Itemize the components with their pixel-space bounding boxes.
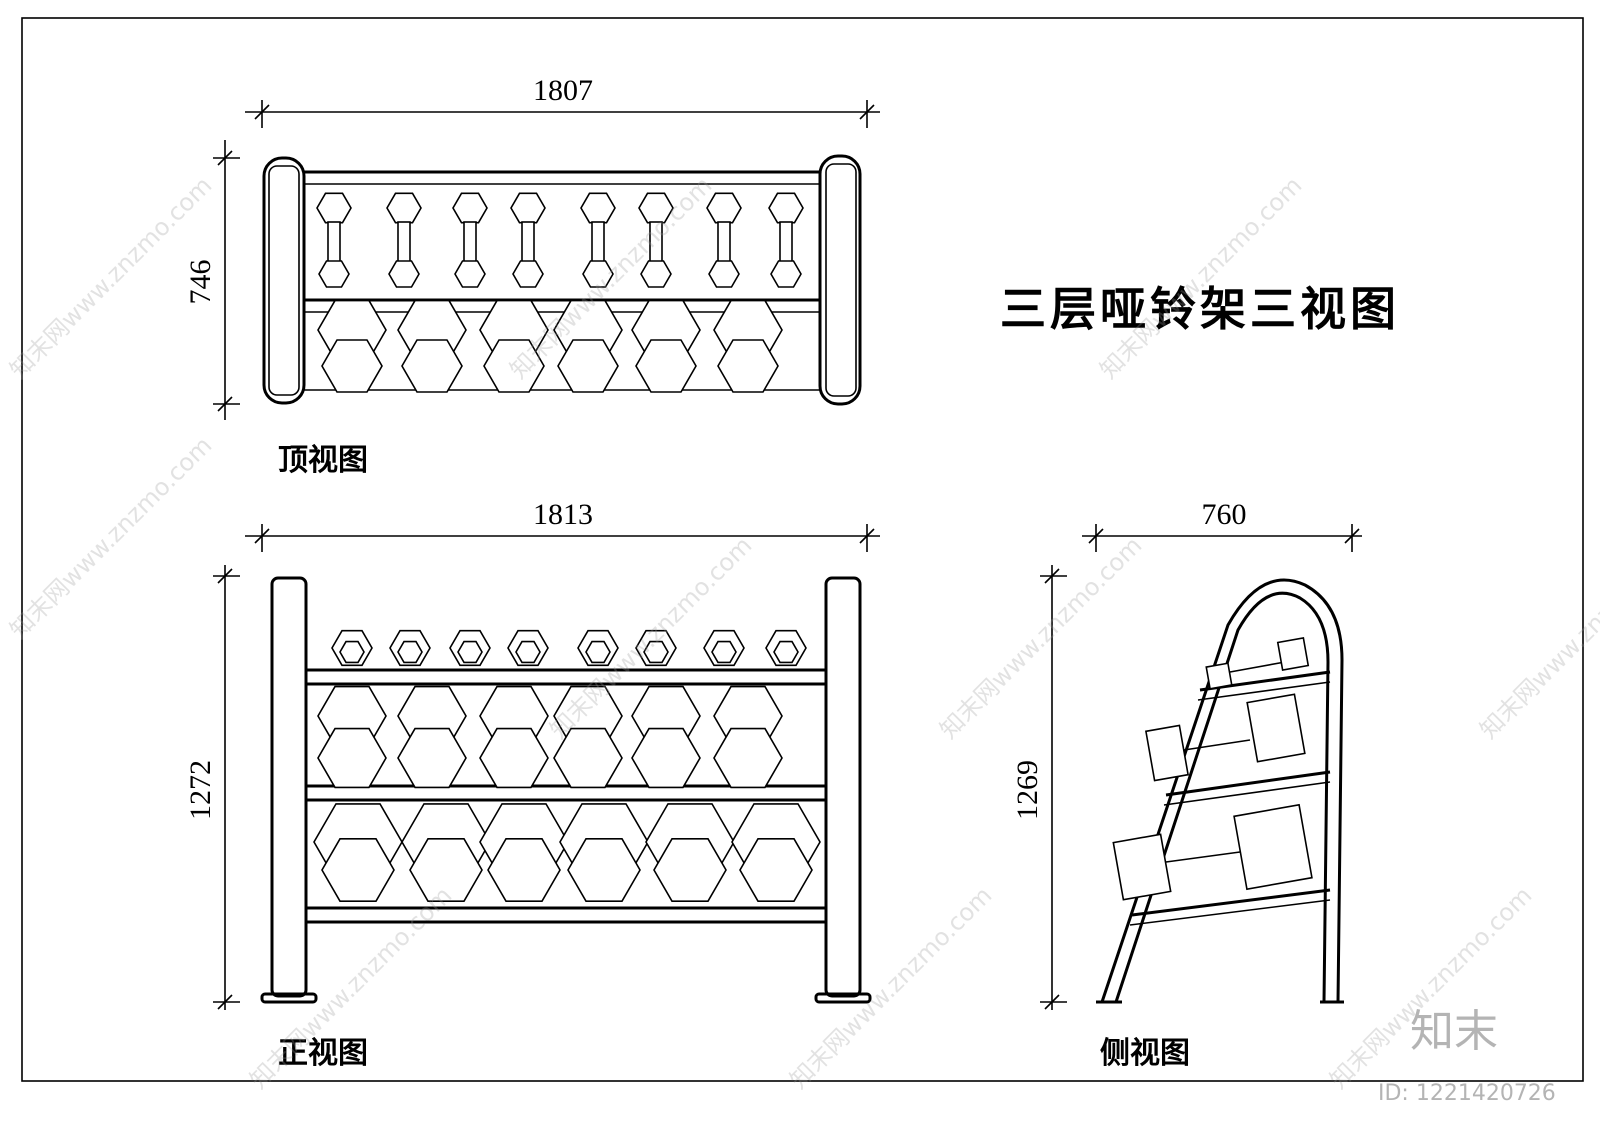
dumbbell-large <box>397 299 467 393</box>
watermark-text: 知末网www.znzmo.com <box>934 531 1147 744</box>
dumbbell-medium <box>397 685 467 789</box>
dumbbell-small <box>316 192 352 288</box>
front-view: 1813 1272 <box>184 498 880 1010</box>
drawing-title: 三层哑铃架三视图 <box>1000 282 1400 336</box>
side-depth-label: 760 <box>1202 498 1247 531</box>
dumbbell-medium <box>631 685 701 789</box>
side-depth-dimension: 760 <box>1082 498 1362 552</box>
top-view-label: 顶视图 <box>278 443 368 478</box>
dumbbell-large <box>553 299 623 393</box>
top-view: 1807 746 <box>184 74 880 420</box>
side-height-label: 1269 <box>1011 760 1044 820</box>
dumbbell-medium <box>479 685 549 789</box>
dumbbell-heavy <box>731 803 821 903</box>
dumbbell-small <box>452 192 488 288</box>
top-width-dimension: 1807 <box>245 74 880 128</box>
front-view-label: 正视图 <box>278 1036 368 1071</box>
dumbbell-small <box>507 629 549 667</box>
watermark-text: 知末网www.znzmo.com <box>1324 881 1537 1094</box>
front-height-label: 1272 <box>184 760 217 820</box>
front-width-dimension: 1813 <box>245 498 880 552</box>
dumbbell-large <box>479 299 549 393</box>
side-view: 760 1269 <box>1011 498 1362 1010</box>
watermark-text: 知末网www.znzmo.com <box>1094 171 1307 384</box>
watermark-text: 知末网www.znzmo.com <box>1474 531 1600 744</box>
front-height-dimension: 1272 <box>184 565 240 1010</box>
dumbbell-small <box>580 192 616 288</box>
dumbbell-small <box>577 629 619 667</box>
dumbbell-large <box>317 299 387 393</box>
dumbbell-large <box>713 299 783 393</box>
drawing-id: ID: 1221420726 <box>1378 1081 1556 1106</box>
dumbbell-small <box>331 629 373 667</box>
top-width-label: 1807 <box>533 74 593 107</box>
dumbbell-heavy <box>401 803 491 903</box>
dumbbell-small <box>449 629 491 667</box>
dumbbell-heavy <box>645 803 735 903</box>
dumbbell-medium <box>713 685 783 789</box>
side-view-label: 侧视图 <box>1100 1036 1190 1071</box>
dumbbell-heavy <box>559 803 649 903</box>
dumbbell-small <box>765 629 807 667</box>
dumbbell-small <box>389 629 431 667</box>
watermark-text: 知末网www.znzmo.com <box>784 881 997 1094</box>
dumbbell-medium <box>553 685 623 789</box>
dumbbell-small <box>510 192 546 288</box>
dumbbell-small <box>706 192 742 288</box>
top-depth-dimension: 746 <box>184 140 240 420</box>
dumbbell-heavy <box>313 803 403 903</box>
sheet-border <box>21 17 1584 1082</box>
front-width-label: 1813 <box>533 498 593 531</box>
dumbbell-small <box>638 192 674 288</box>
dumbbell-small <box>768 192 804 288</box>
side-height-dimension: 1269 <box>1011 565 1067 1010</box>
dumbbell-small <box>386 192 422 288</box>
top-depth-label: 746 <box>184 260 217 305</box>
brand-watermark: 知末 <box>1410 1006 1498 1057</box>
dumbbell-small <box>635 629 677 667</box>
dumbbell-small <box>703 629 745 667</box>
dumbbell-medium <box>317 685 387 789</box>
dumbbell-large <box>631 299 701 393</box>
dumbbell-heavy <box>479 803 569 903</box>
watermark-text: 知末网www.znzmo.com <box>4 431 217 644</box>
